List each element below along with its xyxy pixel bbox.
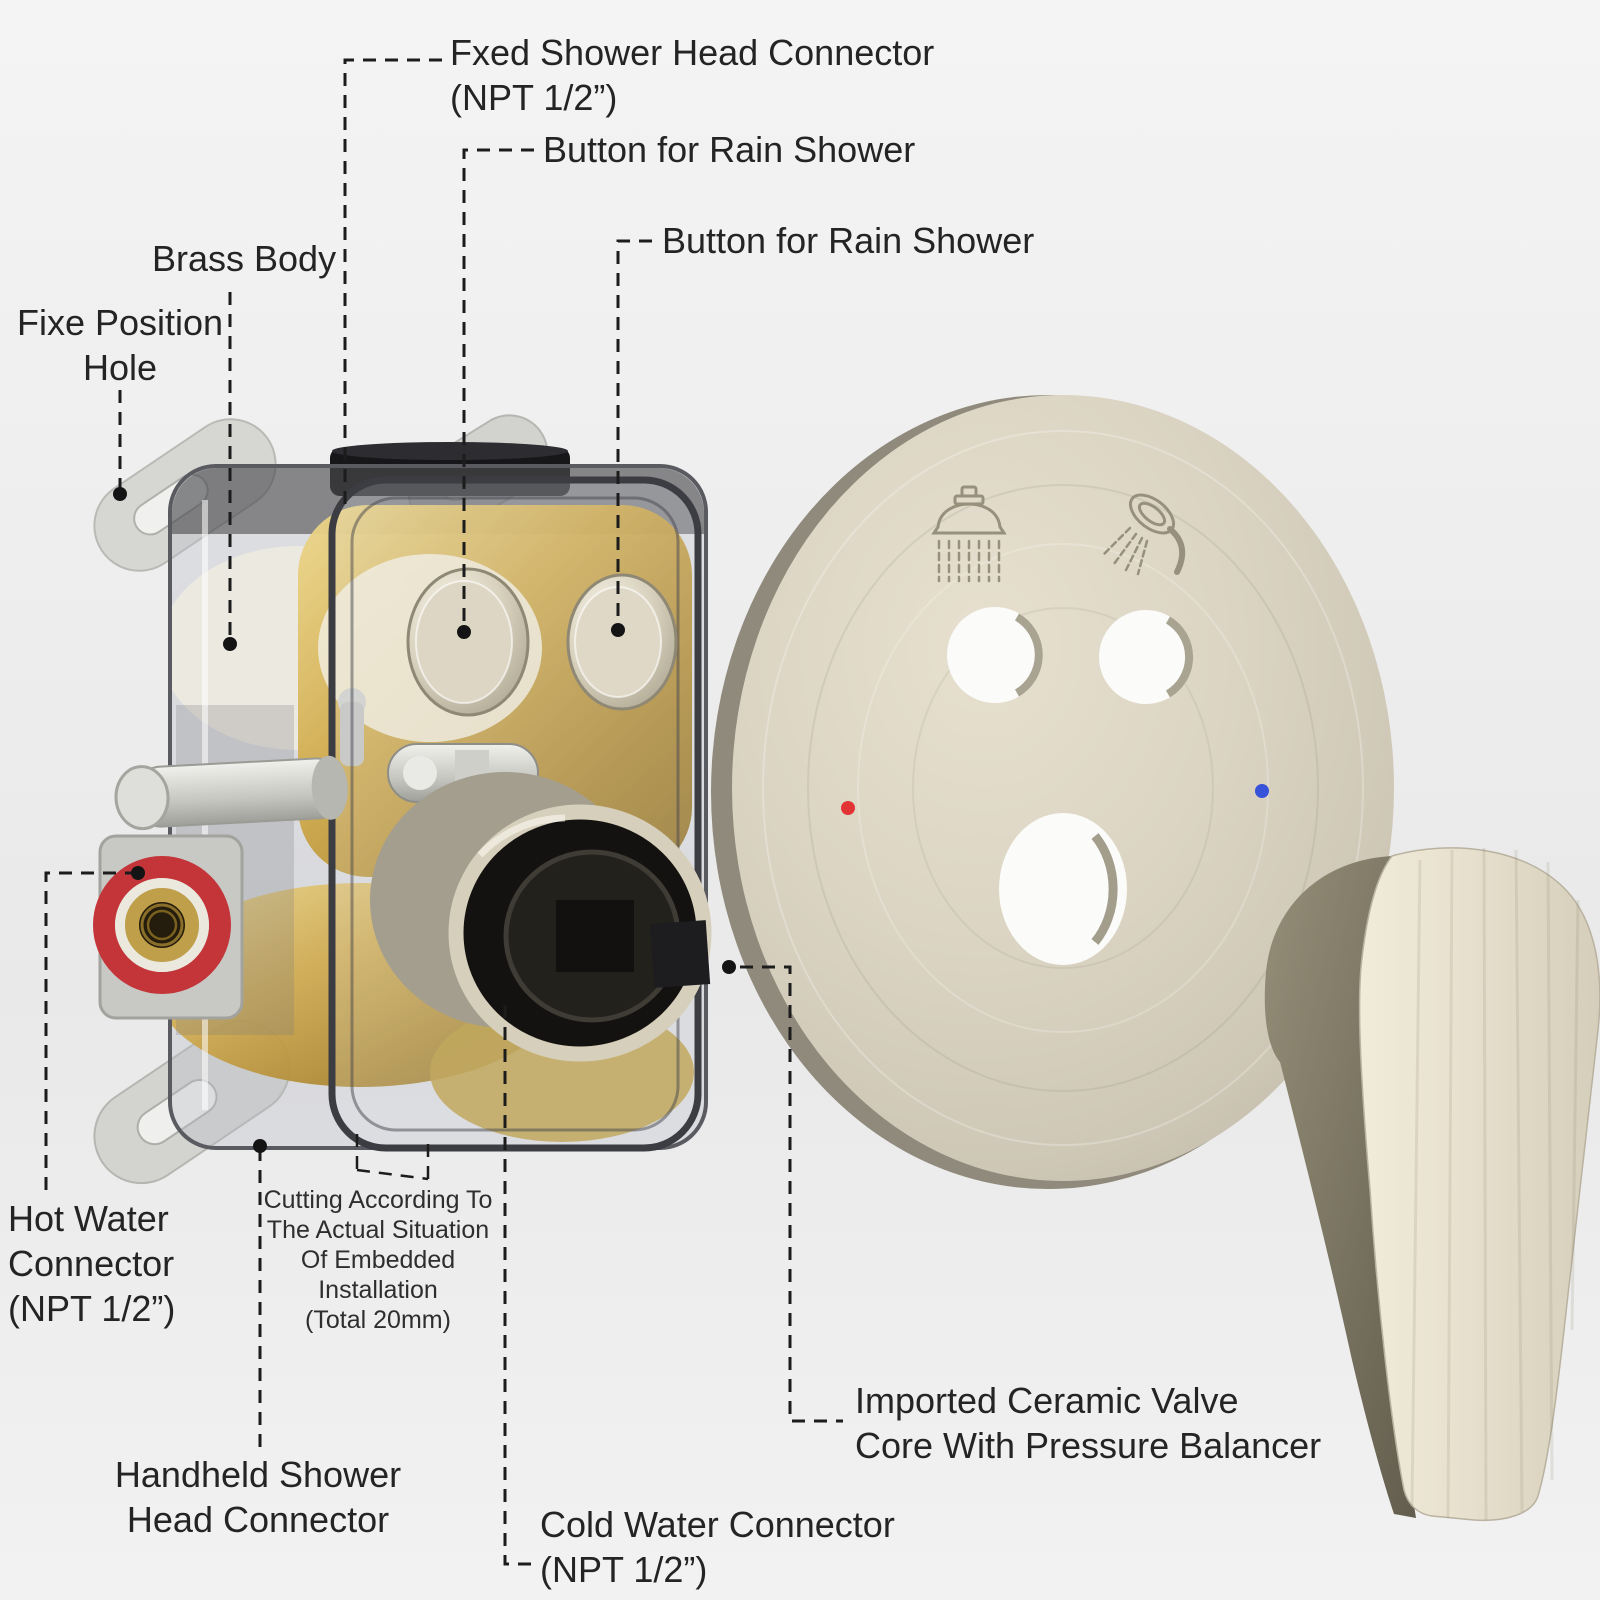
label-line: (NPT 1/2”) <box>540 1549 708 1590</box>
label-button-rain-shower-top: Button for Rain Shower <box>543 127 915 172</box>
label-handheld-shower-head-connector: Handheld Shower Head Connector <box>115 1452 401 1542</box>
label-line: Imported Ceramic Valve <box>855 1380 1239 1421</box>
fixed-head-port <box>330 442 570 496</box>
label-line: (Total 20mm) <box>305 1306 451 1334</box>
handle <box>1264 847 1600 1522</box>
label-line: Head Connector <box>126 1499 390 1540</box>
label-line: (NPT 1/2”) <box>8 1288 176 1329</box>
plate-hole-rain <box>947 607 1043 703</box>
handle-side-face <box>1264 856 1416 1518</box>
label-button-rain-shower-right: Button for Rain Shower <box>662 218 1034 263</box>
label-line: Hot Water <box>8 1198 169 1239</box>
label-line: (NPT 1/2”) <box>450 77 618 118</box>
leader-imported-core <box>740 965 843 1423</box>
handheld-shower-icon <box>1102 493 1186 576</box>
label-line: Brass Body <box>152 238 337 279</box>
label-line: Hole <box>82 347 158 388</box>
leader-fixed-head <box>343 58 442 505</box>
label-line: Button for Rain Shower <box>543 129 916 170</box>
label-line: Core With Pressure Balancer <box>855 1425 1322 1466</box>
leader-button-rain-top <box>462 148 534 628</box>
label-line: Cold Water Connector <box>540 1504 895 1545</box>
label-brass-body: Brass Body <box>152 236 336 281</box>
plate-hole-handle <box>999 813 1127 965</box>
label-line: Fxed Shower Head Connector <box>450 32 935 73</box>
cold-indicator-dot <box>1255 784 1269 798</box>
handle-front-face <box>1358 847 1600 1522</box>
rain-shower-icon <box>931 485 1007 583</box>
housing-inner-frame <box>350 496 680 1132</box>
valve-core-outlet <box>370 772 712 1062</box>
label-fixe-position-hole: Fixe Position Hole <box>17 300 223 390</box>
label-fixed-shower-head-connector: Fxed Shower Head Connector (NPT 1/2”) <box>450 30 934 120</box>
leader-cutting <box>355 1134 430 1181</box>
leader-hot-water <box>44 871 138 1196</box>
hot-water-inlet <box>93 834 244 1020</box>
leader-cold-water <box>503 1005 534 1566</box>
label-line: Of Embedded <box>300 1246 456 1274</box>
leader-lines <box>44 58 843 1566</box>
leader-dots <box>113 487 736 1153</box>
trim-plate <box>711 395 1394 1189</box>
label-line: Handheld Shower <box>114 1454 402 1495</box>
side-pipe <box>114 755 348 831</box>
leader-button-rain-right <box>616 239 652 626</box>
hot-indicator-dot <box>841 801 855 815</box>
label-line: Cutting According To <box>263 1186 493 1214</box>
label-cutting-note: Cutting According To The Actual Situatio… <box>264 1185 493 1335</box>
label-line: Fixe Position <box>16 302 224 343</box>
label-line: Button for Rain Shower <box>662 220 1035 261</box>
handheld-shower-button <box>566 573 678 711</box>
label-imported-ceramic-valve-core: Imported Ceramic Valve Core With Pressur… <box>855 1378 1321 1468</box>
rain-shower-button <box>406 567 530 717</box>
label-line: Connector <box>8 1243 175 1284</box>
plate-hole-handheld <box>1099 610 1194 704</box>
label-line: Installation <box>318 1276 438 1304</box>
label-line: The Actual Situation <box>266 1216 490 1244</box>
label-cold-water-connector: Cold Water Connector (NPT 1/2”) <box>540 1502 895 1592</box>
label-hot-water-connector: Hot Water Connector (NPT 1/2”) <box>8 1196 175 1331</box>
valve-body <box>93 414 712 1185</box>
